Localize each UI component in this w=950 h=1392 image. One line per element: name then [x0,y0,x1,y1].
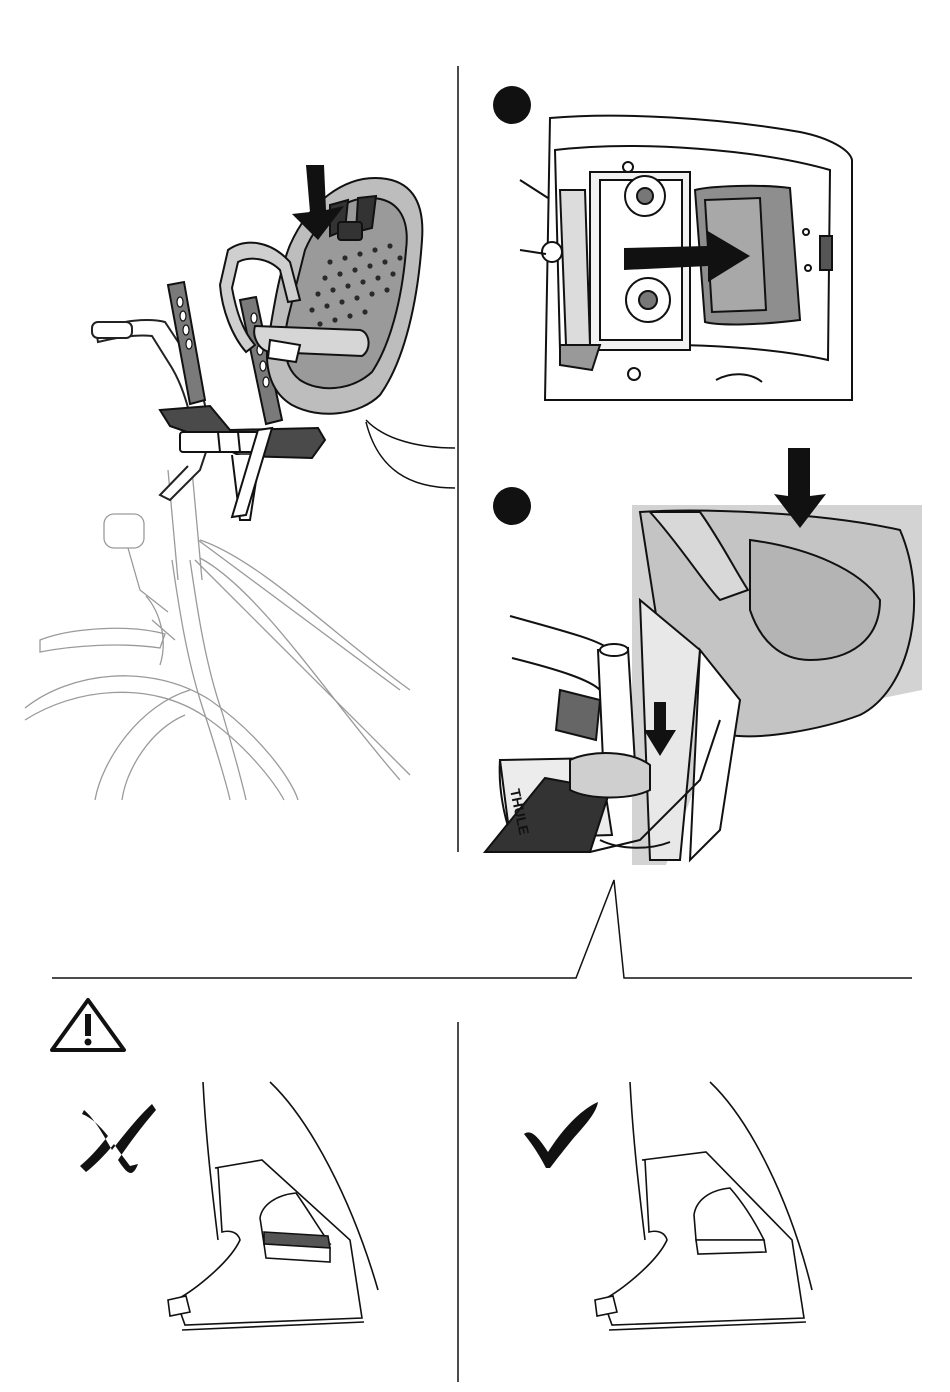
step-2-badge [493,487,531,525]
check-mark-icon [524,1102,598,1168]
seat-base-closeup [640,511,914,860]
warning-triangle-icon [52,1000,124,1050]
cross-mark-icon [80,1104,156,1173]
bike-frame [25,470,410,800]
incorrect-detail [80,1082,378,1330]
step-1-panel [493,86,852,400]
bike-overview-panel [25,165,455,800]
step-1-badge [493,86,531,124]
detail-callout-rule [52,880,912,978]
step-2-panel: THULE [485,448,922,865]
correct-detail [524,1082,812,1330]
callout-pointer [366,420,455,488]
